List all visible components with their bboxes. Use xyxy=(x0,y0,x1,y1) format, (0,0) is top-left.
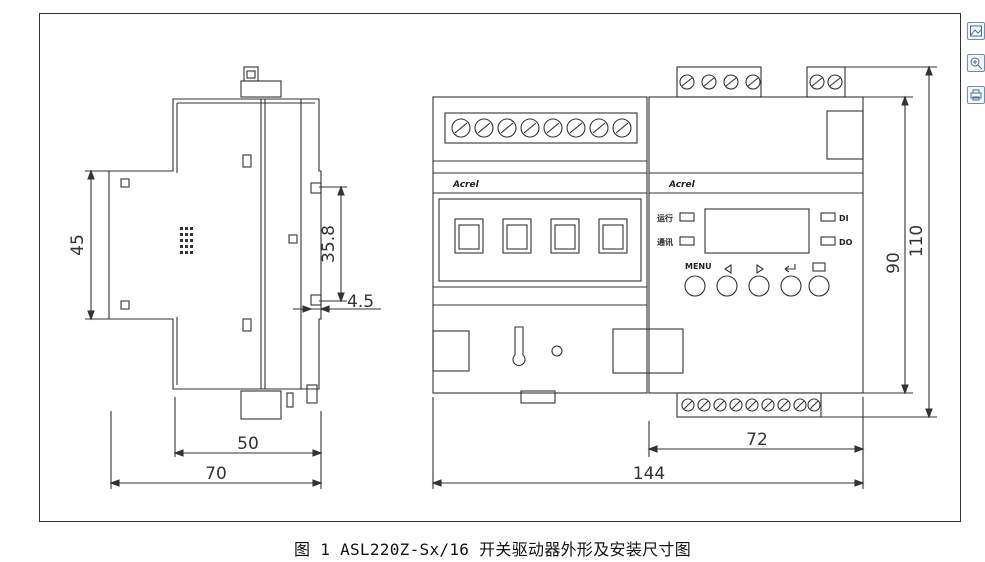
dim-90: 90 xyxy=(884,252,904,274)
brand-left: Acrel xyxy=(452,180,480,190)
label-run: 运行 xyxy=(657,213,673,223)
label-comm: 通讯 xyxy=(657,237,673,247)
zoom-in-icon[interactable] xyxy=(967,54,985,72)
save-key xyxy=(808,275,830,297)
dim-50: 50 xyxy=(237,434,259,454)
menu-key xyxy=(684,275,706,297)
led-do xyxy=(820,236,836,246)
label-do: DO xyxy=(839,238,853,247)
left-module xyxy=(432,96,648,394)
side-view xyxy=(85,66,381,489)
figure-frame: 45 35.8 4.5 50 70 144 72 90 110 Acrel Ac… xyxy=(39,13,961,522)
dim-70: 70 xyxy=(205,464,227,484)
enter-key xyxy=(780,275,802,297)
dim-72: 72 xyxy=(746,430,768,450)
left-key xyxy=(716,275,738,297)
dimension-drawing: 45 35.8 4.5 50 70 144 72 90 110 Acrel Ac… xyxy=(68,65,937,489)
label-di: DI xyxy=(839,214,849,223)
dim-35-8: 35.8 xyxy=(319,225,339,263)
image-icon[interactable] xyxy=(967,22,985,40)
led-di xyxy=(820,212,836,222)
top-terminals-right xyxy=(676,66,846,98)
top-terminals-left xyxy=(444,112,638,144)
dim-110: 110 xyxy=(907,225,927,257)
front-view xyxy=(431,65,937,489)
side-toolbar xyxy=(967,22,985,118)
led-run xyxy=(679,212,695,222)
bottom-terminals xyxy=(676,392,822,418)
lcd-display xyxy=(704,208,810,254)
figure-caption: 图 1 ASL220Z-Sx/16 开关驱动器外形及安装尺寸图 xyxy=(293,540,692,559)
label-menu: MENU xyxy=(685,262,712,271)
dim-144: 144 xyxy=(633,464,665,484)
led-comm xyxy=(679,236,695,246)
print-icon[interactable] xyxy=(967,86,985,104)
dim-45: 45 xyxy=(68,234,88,256)
relay-windows xyxy=(454,218,628,254)
brand-right: Acrel xyxy=(668,180,696,190)
right-key xyxy=(748,275,770,297)
dim-4-5: 4.5 xyxy=(347,292,374,312)
